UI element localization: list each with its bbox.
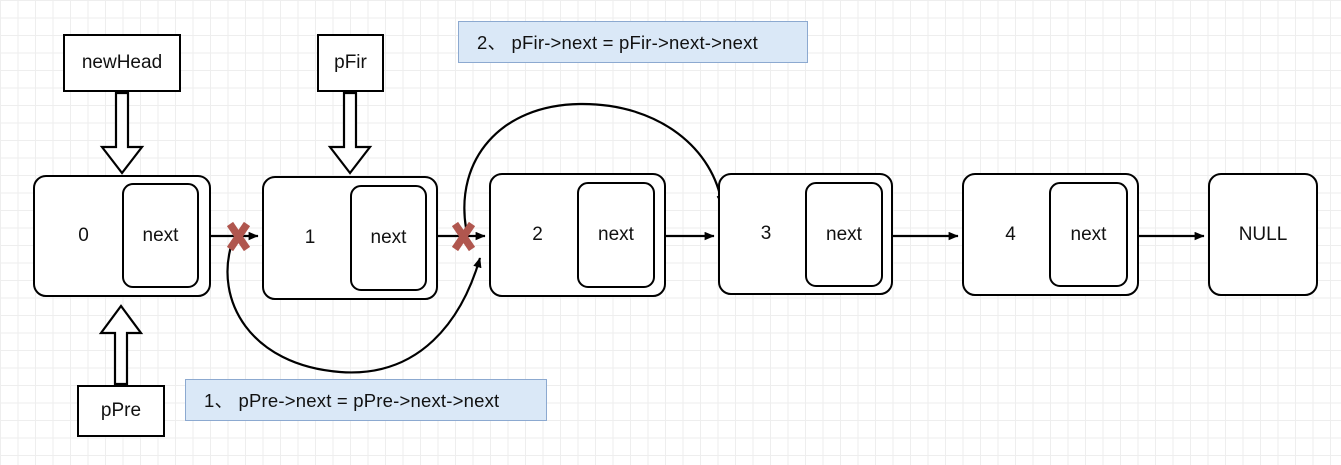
next-label: next [1070, 223, 1107, 245]
block-arrow-newhead-down [99, 91, 145, 175]
next-label: next [598, 224, 634, 245]
cross-icon-link-0-1 [226, 221, 251, 252]
pointer-label-text: pFir [334, 52, 367, 73]
list-node-4-next-cell: next [1049, 182, 1128, 287]
list-node-1-next-cell: next [350, 185, 427, 291]
callout-step-2: 2、 pFir->next = pFir->next->next [458, 21, 808, 63]
list-node-0-next-cell: next [122, 183, 199, 288]
callout-step-2-text: 2、 pFir->next = pFir->next->next [477, 32, 758, 53]
callout-step-1: 1、 pPre->next = pPre->next->next [185, 379, 547, 421]
callout-step-1-text: 1、 pPre->next = pPre->next->next [204, 390, 500, 411]
pointer-label-pfir: pFir [317, 34, 384, 92]
curve-pfir-next-to-node3 [463, 102, 725, 229]
block-arrow-pfir-down [327, 91, 373, 175]
list-node-1-value: 1 [304, 227, 316, 248]
pointer-label-ppre: pPre [77, 385, 165, 437]
list-node-0-value: 0 [78, 225, 89, 246]
next-label: next [826, 223, 862, 245]
list-node-2-next-cell: next [577, 182, 655, 288]
cross-marks [226, 221, 476, 252]
list-node-2-value: 2 [532, 224, 543, 245]
curve-ppre-next-to-node2 [226, 242, 482, 374]
next-label: next [142, 224, 179, 246]
list-node-4-value: 4 [1005, 223, 1016, 245]
pointer-label-newhead: newHead [63, 34, 181, 92]
list-node-3-value: 3 [760, 223, 772, 244]
block-arrow-ppre-up [98, 304, 144, 386]
next-label: next [370, 227, 407, 248]
null-label: NULL [1238, 223, 1288, 245]
cross-icon-link-1-2 [451, 221, 476, 252]
pointer-label-text: newHead [81, 52, 163, 73]
list-node-3-next-cell: next [805, 182, 883, 287]
pointer-label-text: pPre [100, 400, 142, 421]
null-terminator-node: NULL [1208, 173, 1318, 296]
